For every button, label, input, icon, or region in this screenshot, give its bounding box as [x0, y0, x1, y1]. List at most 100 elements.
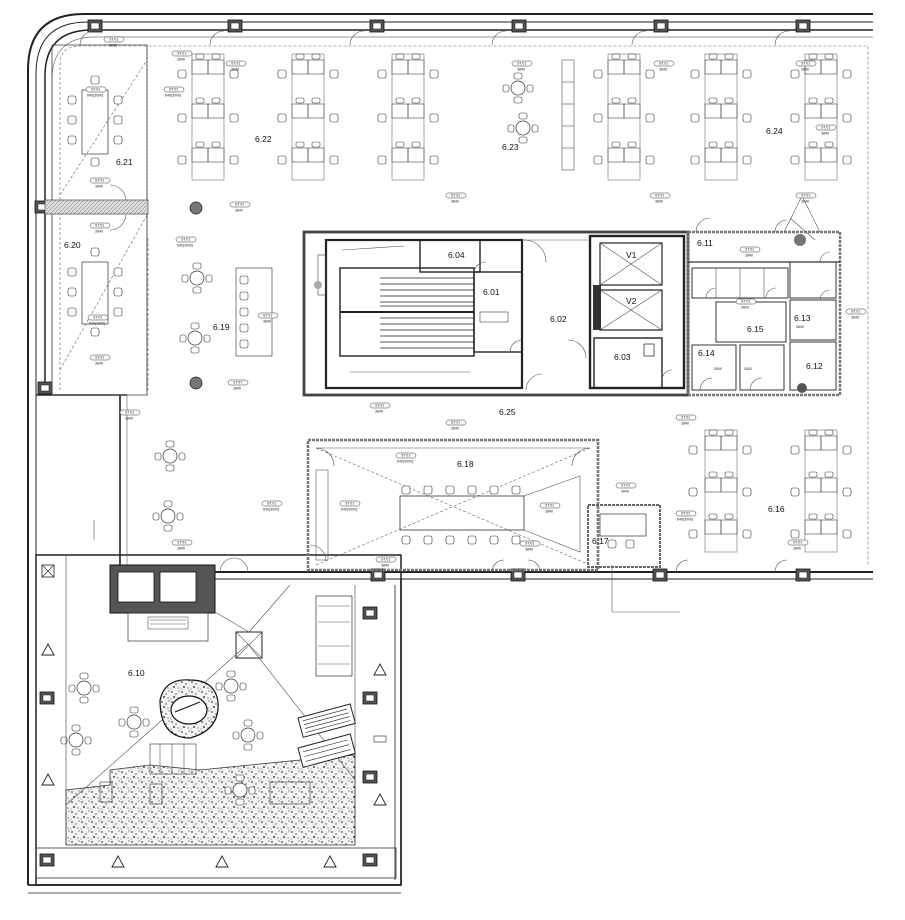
svg-text:ST.01: ST.01: [659, 62, 668, 66]
svg-text:3840: 3840: [681, 422, 689, 426]
svg-text:3840: 3840: [263, 320, 271, 324]
svg-text:ST.01: ST.01: [91, 88, 100, 92]
svg-text:3840: 3840: [231, 68, 239, 72]
svg-text:3000: 3000: [714, 367, 722, 371]
tag: ST.01 3840: [257, 312, 279, 324]
room-label-6-01: 6.01: [483, 287, 500, 297]
svg-text:ST.01: ST.01: [109, 38, 118, 42]
svg-text:3840: 3840: [109, 44, 117, 48]
room-label-6-15: 6.15: [747, 324, 764, 334]
tag: ST.01 3840: [445, 192, 467, 204]
svg-text:ST.01: ST.01: [681, 512, 690, 516]
lift-label-v1: V1: [626, 250, 637, 260]
tag: ST.01 3840: [787, 539, 809, 551]
room-label-6-14: 6.14: [698, 348, 715, 358]
room-label-6-21: 6.21: [116, 157, 133, 167]
svg-text:ST.01: ST.01: [745, 248, 754, 252]
svg-text:3600: 3600: [741, 306, 749, 310]
svg-text:3840: 3840: [375, 410, 383, 414]
tag: ST.01 3840: [815, 124, 837, 136]
svg-text:640(3000): 640(3000): [263, 508, 279, 512]
svg-text:ST.01: ST.01: [95, 224, 104, 228]
tag: ST.01 3840: [739, 246, 761, 258]
svg-text:ST.07: ST.07: [235, 203, 244, 207]
tag: ST.01 3840: [171, 50, 193, 62]
tag: ST.01 3840: [171, 539, 193, 551]
svg-text:3840: 3840: [801, 68, 809, 72]
svg-text:640(3000): 640(3000): [397, 460, 413, 464]
svg-text:ST.01: ST.01: [801, 194, 810, 198]
svg-text:ST.01: ST.01: [231, 62, 240, 66]
svg-text:3840: 3840: [793, 547, 801, 551]
svg-text:ST.01: ST.01: [517, 62, 526, 66]
svg-text:ST.01: ST.01: [177, 52, 186, 56]
svg-text:3840: 3840: [655, 200, 663, 204]
svg-text:3840: 3840: [745, 254, 753, 258]
tag: 3840: [796, 325, 804, 329]
tag: ST.07 3840: [227, 379, 249, 391]
svg-text:ST.01: ST.01: [793, 541, 802, 545]
room-label-6-10: 6.10: [128, 668, 145, 678]
svg-text:3840: 3840: [621, 490, 629, 494]
svg-text:ST.01: ST.01: [125, 411, 134, 415]
tag: ST.01 3840: [539, 502, 561, 514]
svg-text:3840: 3840: [125, 417, 133, 421]
wc-block: [686, 195, 842, 397]
svg-text:ST.01: ST.01: [801, 62, 810, 66]
tag: ST.01 3840: [795, 60, 817, 72]
svg-text:ST.01: ST.01: [451, 421, 460, 425]
room-label-6-19: 6.19: [213, 322, 230, 332]
svg-text:3840: 3840: [95, 185, 103, 189]
room-label-6-02: 6.02: [550, 314, 567, 324]
svg-text:640(3000): 640(3000): [165, 94, 181, 98]
svg-text:ST.01: ST.01: [741, 300, 750, 304]
svg-text:ST.01: ST.01: [263, 314, 272, 318]
svg-text:ST.01: ST.01: [401, 454, 410, 458]
tag: ST.01 3840: [119, 409, 141, 421]
svg-text:ST.07: ST.07: [233, 381, 242, 385]
tag: ST.01 3840: [649, 192, 671, 204]
svg-text:3840: 3840: [177, 547, 185, 551]
svg-text:ST.01: ST.01: [681, 416, 690, 420]
svg-text:ST.01: ST.01: [375, 404, 384, 408]
svg-text:640(3000): 640(3000): [89, 322, 105, 326]
svg-text:3000: 3000: [744, 367, 752, 371]
room-label-6-23: 6.23: [502, 142, 519, 152]
tag: ST.01 640(3000): [87, 314, 109, 326]
tag: ST.01 3840: [445, 419, 467, 431]
workstations-east: [688, 429, 852, 553]
tag: ST.01 640(3000): [163, 86, 185, 98]
tag: ST.01 3840: [225, 60, 247, 72]
svg-text:ST.01: ST.01: [381, 558, 390, 562]
tag: ST.01 640(3000): [85, 86, 107, 98]
tag: 3000: [744, 367, 752, 371]
svg-text:3840: 3840: [381, 564, 389, 568]
tag: ST.01 640(3000): [675, 510, 697, 522]
svg-text:640(3000): 640(3000): [177, 244, 193, 248]
svg-text:3840: 3840: [95, 230, 103, 234]
tag: ST.01 3840: [369, 402, 391, 414]
svg-text:3840: 3840: [821, 132, 829, 136]
svg-text:ST.01: ST.01: [95, 179, 104, 183]
room-label-6-03: 6.03: [614, 352, 631, 362]
tag: ST.01 640(3000): [339, 500, 361, 512]
room-label-6-12: 6.12: [806, 361, 823, 371]
tag: ST.01 3840: [615, 482, 637, 494]
svg-text:ST.01: ST.01: [821, 126, 830, 130]
svg-text:3840: 3840: [517, 68, 525, 72]
svg-text:ST.01: ST.01: [345, 502, 354, 506]
tag: ST.01 640(3000): [261, 500, 283, 512]
room-label-6-11: 6.11: [697, 238, 713, 248]
tag: ST.01 3840: [89, 222, 111, 234]
spec-tags: ST.01 3840 ST.01 3840 ST.01 640(3000) ST…: [85, 36, 867, 568]
svg-text:ST.01: ST.01: [169, 88, 178, 92]
lift-label-v2: V2: [626, 296, 637, 306]
tag: ST.01 3840: [653, 60, 675, 72]
svg-text:3840: 3840: [525, 548, 533, 552]
svg-text:ST.01: ST.01: [181, 238, 190, 242]
tag: ST.01 3840: [103, 36, 125, 48]
svg-text:3840: 3840: [659, 68, 667, 72]
room-label-6-04: 6.04: [448, 250, 465, 260]
exterior-walls: [27, 13, 873, 894]
